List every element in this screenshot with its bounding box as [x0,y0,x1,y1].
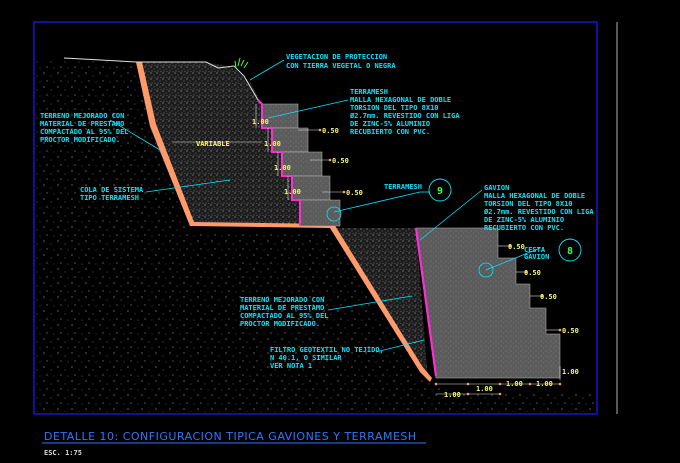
terreno-left-label: TERRENO MEJORADO CON MATERIAL DE PRESTAM… [40,112,133,144]
terramesh-callout-circle [326,206,342,222]
dim-bottom-width-3: 1.00 [536,380,553,388]
dim-lower-step-3: 0.50 [540,293,557,301]
natural-ground [36,60,595,412]
geotextile-filter [257,99,301,226]
dim-upper-height-1: 1.00 [252,118,269,126]
dim-upper-step-3: 0.50 [346,189,363,197]
dimension-lines [172,104,561,395]
dim-lower-step-4: 0.50 [562,327,579,335]
terramesh-number-circle [428,178,452,202]
dim-upper-step-2: 0.50 [332,157,349,165]
gabion-number: 8 [567,246,573,257]
filtro-label: FILTRO GEOTEXTIL NO TEJIDO, N 40.1, O SI… [270,346,388,370]
terreno-center-label: TERRENO MEJORADO CON MATERIAL DE PRESTAM… [240,296,333,328]
gabion-callout-circle [478,262,494,278]
dim-bottom-width-2: 1.00 [506,380,523,388]
drawing-scale: ESC. 1:75 [44,449,82,457]
drawing-title: DETALLE 10: CONFIGURACION TIPICA GAVIONE… [44,430,417,443]
ground-line [63,57,259,101]
dim-upper-step-1: 0.50 [322,127,339,135]
improved-fill-left [136,62,316,226]
dim-lower-height: 1.00 [562,368,579,376]
dim-variable: VARIABLE [196,140,230,148]
dimension-ticks [318,128,562,396]
gavion-label: GAVION MALLA HEXAGONAL DE DOBLE TORSION … [483,184,598,232]
dim-bottom-width-4: 1.00 [444,391,461,399]
dim-lower-step-1: 0.50 [508,243,525,251]
dim-lower-step-2: 0.50 [524,269,541,277]
cesta-gavion-label: CESTA GAVION [524,246,549,261]
cola-label: COLA DE SISTEMA TIPO TERRAMESH [80,186,147,202]
terramesh-label: TERRAMESH MALLA HEXAGONAL DE DOBLE TORSI… [349,88,464,136]
dim-upper-height-2: 1.00 [264,140,281,148]
geotextile-filter-lower [414,227,438,377]
drawing-frame [33,21,598,415]
gabion-number-circle [558,238,582,262]
terramesh-number: 9 [437,186,443,197]
dim-bottom-width-1: 1.00 [476,385,493,393]
dim-upper-height-4: 1.00 [284,188,301,196]
vegetation-icon [234,57,249,69]
terramesh-tag: TERRAMESH [384,183,422,191]
dim-upper-height-3: 1.00 [274,164,291,172]
leader-lines [109,59,541,353]
